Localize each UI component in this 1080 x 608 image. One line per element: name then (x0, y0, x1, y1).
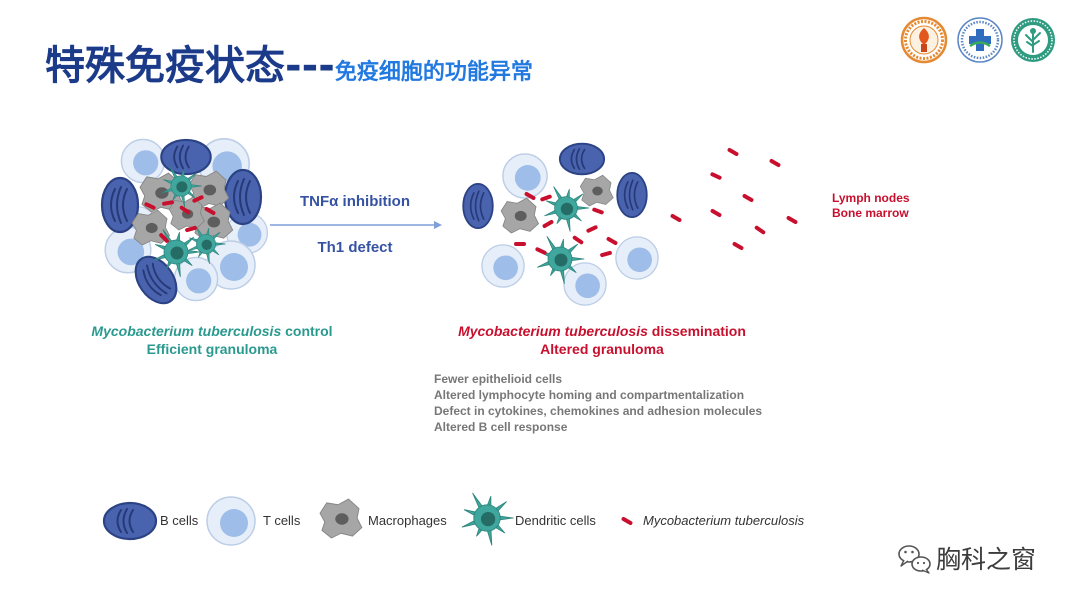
t-cell (564, 263, 606, 305)
control-caption: Mycobacterium tuberculosis control Effic… (52, 322, 372, 358)
b-cell (102, 178, 138, 232)
macrophage (580, 175, 613, 206)
dissemination-species: Mycobacterium tuberculosis (458, 323, 648, 339)
b-cell (127, 249, 184, 311)
bacterium (572, 235, 584, 245)
macrophage (140, 173, 182, 212)
bacterium (727, 147, 739, 156)
t-cell (119, 207, 157, 245)
bacterium (540, 194, 553, 202)
t-cell (482, 245, 524, 287)
bacterium (742, 193, 754, 202)
b-cell (560, 144, 604, 175)
site-lymph-nodes: Lymph nodes (832, 191, 910, 206)
bacterium (710, 172, 723, 181)
bacterium (710, 208, 722, 217)
macrophage (501, 198, 538, 233)
bacterium (732, 241, 744, 250)
bacterium (586, 225, 599, 234)
b-cell (161, 140, 210, 174)
disseminated-bacteria (670, 147, 798, 250)
t-cell (121, 139, 164, 182)
macrophage (169, 197, 204, 230)
macrophage (132, 210, 169, 245)
bacterium (162, 200, 175, 206)
bacterium (158, 232, 169, 243)
dendritic-cell (545, 187, 589, 232)
dissemination-sites: Lymph nodes Bone marrow (832, 191, 910, 221)
bacterium (592, 207, 605, 215)
hospital-logo-cross-icon (958, 18, 1002, 62)
control-outcome: control (285, 323, 332, 339)
legend-label-macrophages: Macrophages (368, 513, 447, 529)
bacterium (192, 195, 205, 204)
bacterium (514, 242, 526, 246)
b-cell (225, 170, 261, 224)
macrophage (189, 171, 229, 208)
t-cell (227, 213, 268, 254)
dendritic-cell-icon (462, 493, 513, 545)
b-cell-icon (104, 503, 156, 539)
t-cell (207, 241, 255, 289)
feature-item: Altered lymphocyte homing and compartmen… (434, 387, 762, 403)
legend-label-b-cells: B cells (160, 513, 198, 529)
dissemination-caption-line: Mycobacterium tuberculosis dissemination (432, 322, 772, 340)
legend-label-t-cells: T cells (263, 513, 300, 529)
dissemination-subtitle: Altered granuloma (432, 340, 772, 358)
bacterium (204, 206, 216, 215)
dendritic-cell (162, 167, 202, 207)
arrow-label-tnf-inhibition: TNFα inhibition (265, 193, 445, 211)
t-cell (105, 227, 151, 273)
bacterium (535, 247, 548, 256)
feature-item: Altered B cell response (434, 419, 762, 435)
dissemination-caption: Mycobacterium tuberculosis dissemination… (432, 322, 772, 358)
b-cell (463, 184, 493, 228)
bacterium (144, 202, 157, 211)
bacterium (670, 213, 682, 222)
bacterium (786, 215, 798, 224)
dissemination-outcome: dissemination (652, 323, 746, 339)
bacterium (606, 236, 618, 245)
title-main: 特殊免疫状态--- (45, 43, 335, 89)
watermark-text: 胸科之窗 (936, 545, 1036, 575)
bacterium (179, 205, 191, 215)
altered-granuloma (463, 144, 658, 305)
control-caption-line: Mycobacterium tuberculosis control (52, 322, 372, 340)
title-subtitle: 免疫细胞的功能异常 (335, 60, 533, 85)
control-subtitle: Efficient granuloma (52, 340, 372, 358)
arrow-label-th1-defect: Th1 defect (265, 239, 445, 257)
bacterium (185, 226, 198, 233)
t-cell (199, 139, 249, 189)
feature-item: Fewer epithelioid cells (434, 371, 762, 387)
dendritic-cell (153, 229, 200, 276)
bacterium (600, 251, 613, 258)
legend-label-mycobacterium: Mycobacterium tuberculosis (643, 513, 804, 529)
bacterium (542, 219, 554, 228)
wechat-icon (899, 546, 930, 573)
macrophage-icon (320, 499, 362, 538)
legend-label-dendritic-cells: Dendritic cells (515, 513, 596, 529)
t-cell-icon (207, 497, 255, 545)
t-cell (174, 257, 217, 300)
control-species: Mycobacterium tuberculosis (91, 323, 281, 339)
bacterium (524, 191, 536, 200)
dendritic-cell (188, 226, 225, 264)
t-cell (616, 237, 658, 279)
macrophage (193, 203, 233, 240)
feature-list: Fewer epithelioid cells Altered lymphocy… (434, 371, 762, 435)
hospital-logo-torch-icon (902, 18, 946, 62)
slide-title: 特殊免疫状态---免疫细胞的功能异常 (45, 46, 533, 86)
site-bone-marrow: Bone marrow (832, 206, 910, 221)
hospital-logo-tree-icon (1011, 18, 1055, 62)
t-cell (503, 154, 547, 198)
transition-arrow (270, 221, 442, 229)
dendritic-cell (537, 236, 584, 283)
efficient-granuloma (102, 139, 267, 311)
feature-item: Defect in cytokines, chemokines and adhe… (434, 403, 762, 419)
mycobacterium-icon (621, 516, 633, 525)
b-cell (617, 173, 647, 217)
bacterium (754, 225, 766, 235)
bacterium (769, 158, 781, 167)
